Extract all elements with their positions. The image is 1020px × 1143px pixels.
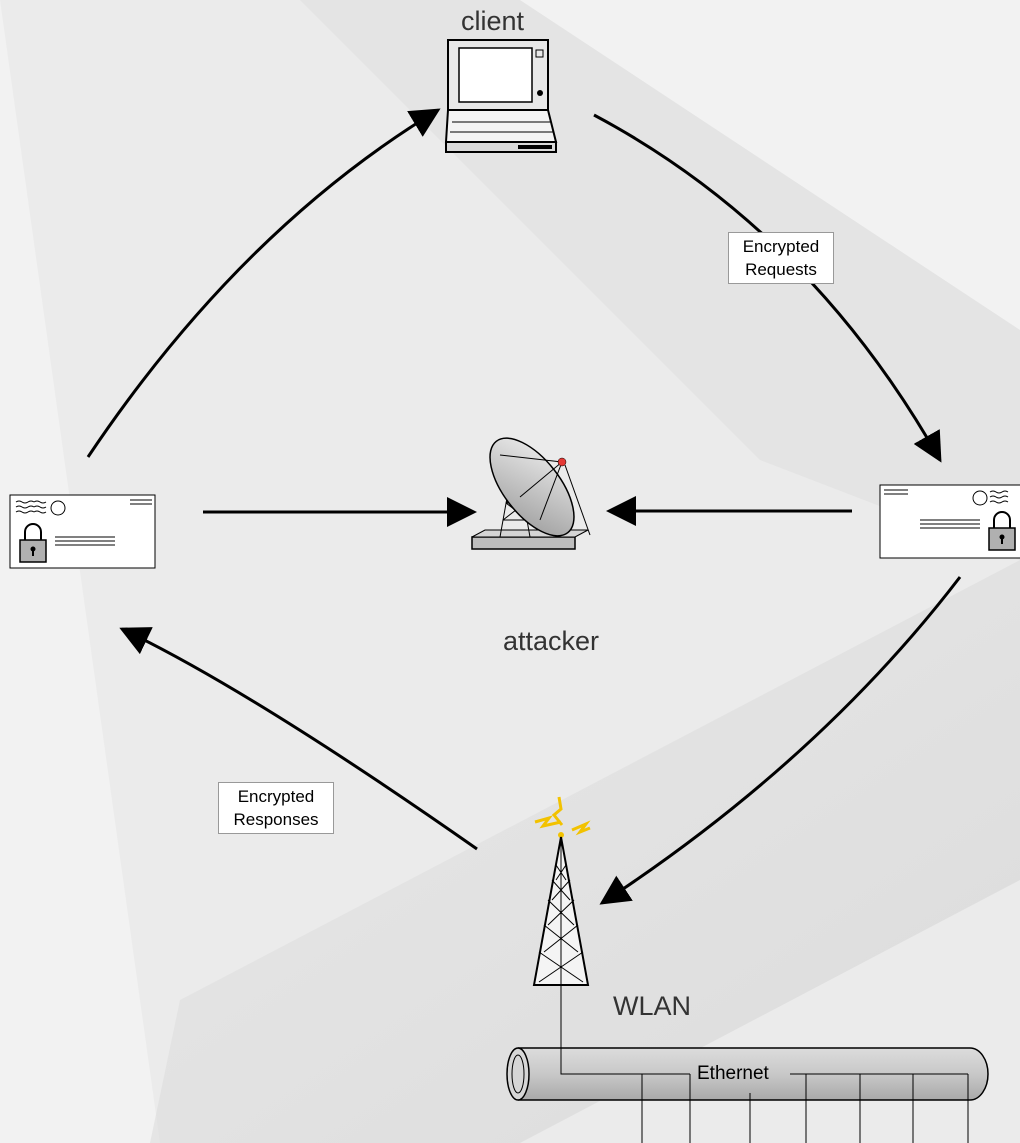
postmark-icon — [15, 500, 66, 516]
arrow-right-message-to-tower — [599, 576, 962, 905]
client-label: client — [461, 6, 525, 36]
postmark-icon — [972, 490, 1009, 506]
left-encrypted-message — [9, 494, 156, 569]
wlan-label: WLAN — [613, 991, 692, 1021]
encrypted-responses-label: Encrypted Responses — [218, 782, 334, 834]
signal-bolt-icon — [534, 815, 562, 829]
radio-tower-icon — [532, 796, 591, 986]
responses-line-2: Responses — [233, 810, 319, 829]
attacker-label: attacker — [503, 626, 600, 656]
lock-icon — [19, 523, 47, 563]
requests-line-2: Requests — [745, 260, 817, 279]
encrypted-requests-label: Encrypted Requests — [728, 232, 834, 284]
arrow-left-message-to-client — [86, 108, 441, 458]
ethernet-label: Ethernet — [697, 1063, 769, 1084]
lock-icon — [988, 511, 1016, 551]
right-encrypted-message — [879, 484, 1020, 559]
network-cable-icon — [506, 985, 989, 1143]
requests-line-1: Encrypted — [742, 237, 820, 256]
laptop-icon — [444, 39, 558, 153]
satellite-dish-icon — [471, 437, 591, 550]
responses-line-1: Encrypted — [237, 787, 315, 806]
arrow-tower-to-left-message — [119, 627, 478, 851]
